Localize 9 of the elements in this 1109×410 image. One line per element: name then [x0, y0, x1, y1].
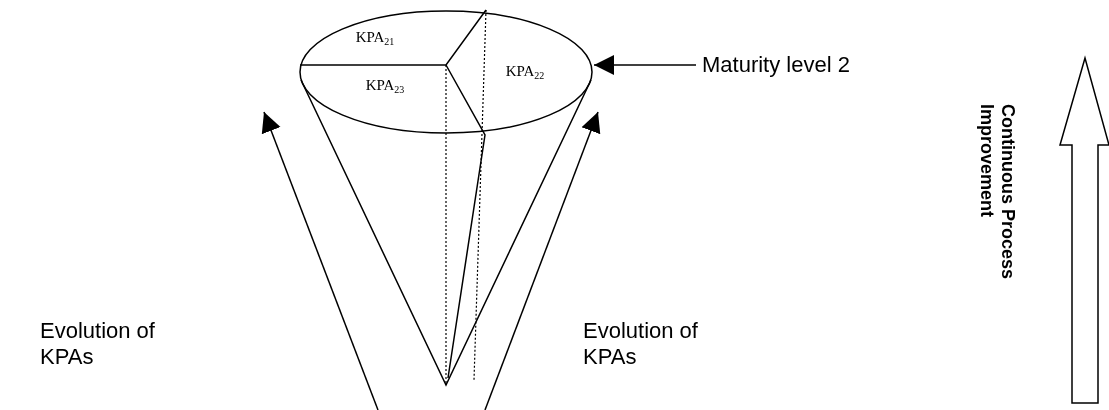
- segment-label: KPA$_{21}$: [355, 29, 395, 47]
- arrow: [593, 55, 697, 75]
- maturity-level-ellipse: [299, 10, 593, 134]
- text-label: Evolution of KPAs: [40, 318, 156, 370]
- segment-label: KPA$_{23}$: [365, 77, 405, 95]
- vertical-label: Continuous Process Improvement: [976, 104, 1018, 282]
- segment-label: KPA$_{22}$: [505, 63, 545, 81]
- text-label: Evolution of KPAs: [583, 318, 699, 370]
- maturity-label: Maturity level 2: [702, 52, 902, 78]
